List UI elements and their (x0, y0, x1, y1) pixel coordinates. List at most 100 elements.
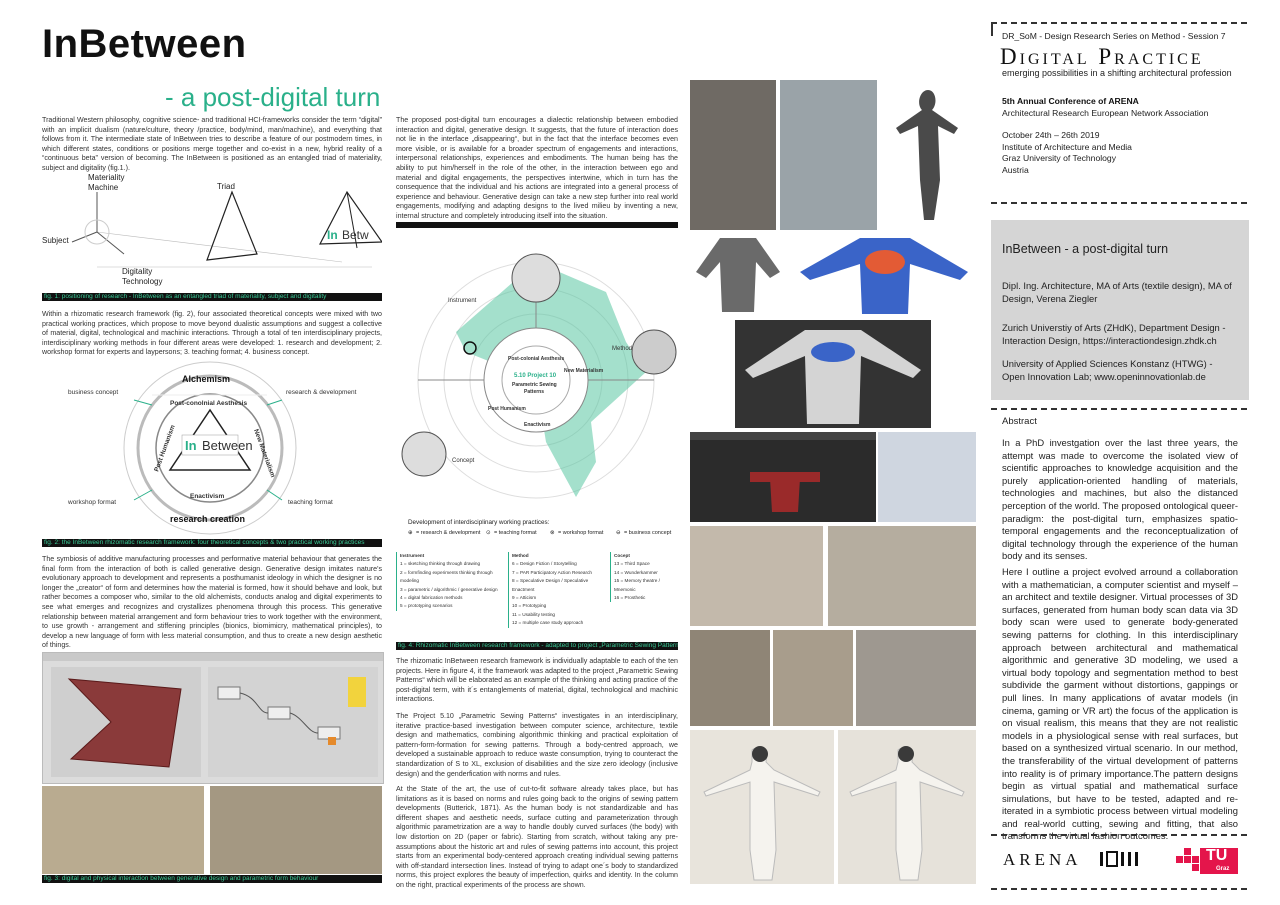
svg-text:In: In (327, 228, 338, 242)
photo-cut-patterns-2 (828, 526, 976, 626)
render-garment-mesh (690, 232, 786, 318)
svg-text:business concept: business concept (68, 389, 118, 396)
methods-table: Instrument 1 = sketching thinking throug… (396, 552, 676, 638)
photo-cut-patterns-1 (690, 526, 823, 626)
table-header: Cocept (614, 553, 630, 558)
table-cell: 15 = Memory theatre / Mnemonic (614, 578, 660, 592)
conference-header-box (991, 22, 1247, 204)
photo-fitting-back (838, 730, 976, 884)
svg-text:In: In (185, 438, 197, 453)
svg-text:Technology: Technology (122, 277, 162, 286)
table-cell: 9 = Atticism (512, 595, 537, 601)
svg-text:Betw: Betw (342, 228, 369, 242)
info-box: InBetween - a post-digital turn Dipl. In… (991, 220, 1249, 400)
svg-text:Post-colonial Aesthesis: Post-colonial Aesthesis (508, 356, 564, 362)
info-affiliation-1: Zurich Universtiy of Arts (ZHdK), Depart… (1002, 322, 1226, 346)
render-body-mesh (880, 80, 976, 230)
svg-text:Between: Between (202, 438, 253, 453)
fig2-caption: fig. 2: the InBetween rhizomatic researc… (42, 539, 382, 547)
col2-paragraph-2: The rhizomatic InBetween research framew… (396, 657, 678, 704)
svg-text:Subject: Subject (42, 236, 69, 245)
legend-title: Development of interdisciplinary working… (408, 519, 550, 526)
fig2-framework-diagram: In Between Alchemism research creation P… (67, 361, 357, 535)
col2-paragraph-3: The Project 5.10 „Parametric Sewing Patt… (396, 712, 678, 778)
svg-text:Parametric Sewing: Parametric Sewing (512, 382, 557, 388)
svg-text:Patterns: Patterns (524, 389, 544, 395)
photo-sewing-1 (690, 630, 770, 726)
tu-logo-text: TU (1206, 847, 1228, 864)
svg-text:New Materialism: New Materialism (252, 428, 276, 478)
table-cell: 11 = Usability testing (512, 611, 556, 617)
screenshot-3d-cloth-sim (690, 432, 876, 522)
legend-item: = teaching format (494, 530, 537, 536)
table-cell: 8 = Speculative Design / Speculative Ena… (512, 578, 589, 592)
workshop-icon: ⊗ (550, 530, 555, 536)
photo-sewing-machine (856, 630, 976, 726)
abstract-divider (991, 408, 1247, 410)
business-icon: ⊖ (616, 530, 621, 536)
svg-text:Triad: Triad (217, 182, 235, 191)
info-authors: Dipl. Ing. Architecture, MA of Arts (tex… (1002, 280, 1232, 304)
svg-text:research & development: research & development (286, 389, 357, 396)
table-cell: 16 = Prosthetic (614, 595, 646, 601)
fig4-radar-diagram: 5.10 Project 10 Parametric Sewing Patter… (401, 253, 677, 499)
svg-text:Digitality: Digitality (122, 267, 152, 276)
col1-paragraph-2: Within a rhizomatic research framework (… (42, 310, 382, 357)
screenshot-pattern-pieces (878, 432, 976, 522)
poster-subtitle: - a post-digital turn (165, 82, 381, 112)
svg-text:Enactivism: Enactivism (524, 422, 551, 428)
svg-text:New Materialism: New Materialism (564, 368, 604, 374)
conference-subtitle: Architectural Research European Network … (1002, 108, 1209, 118)
abstract-paragraph-1: In a PhD investgation over the last thre… (1002, 437, 1238, 562)
legend-item: = business concept (624, 530, 672, 536)
abstract-paragraph-2: Here I outline a project evolved arround… (1002, 566, 1238, 842)
fig3-caption: fig. 3: digital and physical interaction… (42, 875, 382, 883)
table-header: Instrument (400, 553, 425, 558)
divider-bar (396, 222, 678, 228)
digital-practice-heading: Digital Practice (1000, 44, 1204, 69)
legend-row: ⊕ = research & development ⊙ = teaching … (408, 530, 683, 544)
legend-item: = research & development (416, 530, 481, 536)
info-affiliation-2: University of Applied Sciences Konstanz … (1002, 358, 1213, 382)
arena-logo: ARENA (1003, 850, 1082, 869)
table-cell: 10 = Prototyping (512, 603, 547, 609)
poster-title: InBetween (42, 22, 247, 66)
photo-sewing-2 (773, 630, 853, 726)
conference-tagline: emerging possibilities in a shifting arc… (1002, 68, 1232, 78)
svg-text:Concept: Concept (452, 458, 475, 464)
svg-text:teaching format: teaching format (288, 499, 333, 506)
photo-physical-model-1 (42, 786, 204, 874)
graz-logo-text: Graz (1216, 866, 1230, 872)
svg-text:Instrument: Instrument (448, 298, 477, 304)
conference-title: 5th Annual Conference of ARENA (1002, 96, 1139, 106)
institute-line: Institute of Architecture and Media (1002, 142, 1132, 152)
info-title: InBetween - a post-digital turn (1002, 242, 1169, 256)
fig1-triad-diagram: In Betw Materiality Machine Triad Subjec… (42, 173, 382, 286)
render-heatmap-garment (790, 232, 976, 318)
teaching-icon: ⊙ (486, 530, 491, 536)
svg-text:research creation: research creation (170, 514, 245, 524)
logo-box (991, 834, 1247, 890)
col1-paragraph-3: The symbiosis of additive manufacturing … (42, 555, 382, 650)
svg-text:Enactivism: Enactivism (190, 493, 225, 500)
research-dev-icon: ⊕ (408, 530, 413, 536)
ioiii-logo-icon (1098, 850, 1144, 868)
tu-graz-logo-icon (1176, 844, 1240, 878)
legend-item: = workshop format (558, 530, 604, 536)
svg-text:Materiality: Materiality (88, 173, 124, 182)
table-cell: 1 = sketching thinking through drawing (400, 561, 481, 567)
table-cell: 3 = parametric / algorithmic / generativ… (400, 586, 498, 592)
render-sleeve-dress (735, 320, 931, 428)
conference-dates: October 24th – 26th 2019 (1002, 130, 1100, 140)
table-cell: 12 = multiple case study approach (512, 620, 584, 626)
table-header: Method (512, 553, 529, 558)
fig3-software-screenshot (42, 652, 384, 784)
col1-paragraph-1: Traditional Western philosophy, cognitiv… (42, 116, 382, 172)
photo-physical-model-2 (210, 786, 382, 874)
svg-text:Post Humanism: Post Humanism (488, 406, 526, 412)
fig4-caption: fig. 4: Rhizomatic InBetween research fr… (396, 642, 678, 650)
table-cell: 6 = Design Fiction / Storytelling (512, 561, 577, 567)
table-cell: 4 = digital fabrication methods (400, 595, 463, 601)
fig1-caption: fig. 1: positioning of research - InBetw… (42, 293, 382, 301)
university-line: Graz University of Technology (1002, 153, 1116, 163)
